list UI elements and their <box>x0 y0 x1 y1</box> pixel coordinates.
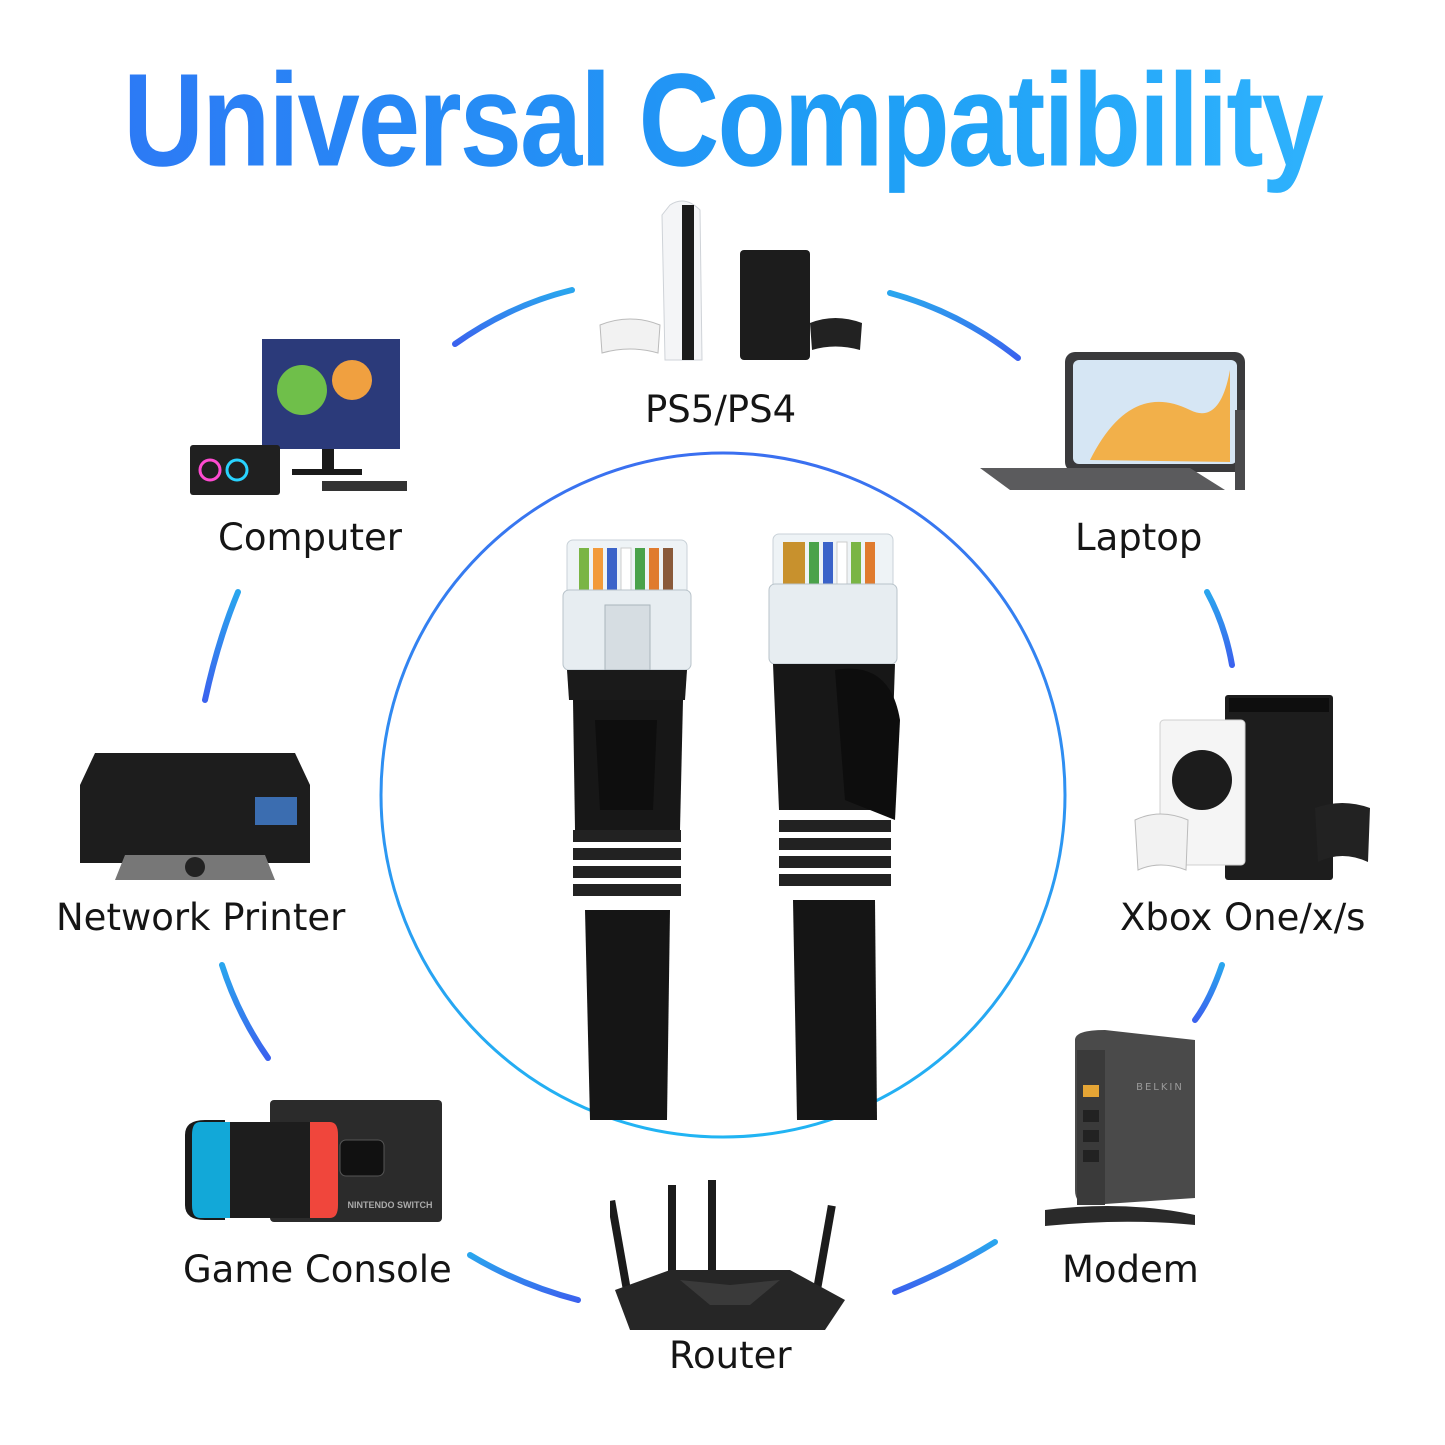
router-icon <box>610 1180 845 1330</box>
modem-brand-text: BELKIN <box>1136 1082 1184 1093</box>
right-rj45-plug <box>768 533 900 1120</box>
ps5-ps4-label: PS5/PS4 <box>645 388 797 431</box>
page-title: Universal Compatibility <box>0 38 1445 203</box>
xbox-console-icon <box>1134 695 1370 880</box>
xbox-label: Xbox One/x/s <box>1120 896 1366 939</box>
modem-icon: BELKIN <box>1045 1030 1195 1226</box>
router-label: Router <box>669 1334 792 1377</box>
switch-brand-text: NINTENDO SWITCH <box>348 1200 433 1210</box>
printer-icon <box>80 753 310 880</box>
outer-ring-segments <box>202 287 1235 1303</box>
laptop-label: Laptop <box>1075 516 1203 559</box>
computer-label: Computer <box>218 516 402 559</box>
network-printer-label: Network Printer <box>56 896 346 939</box>
ps5-ps4-console-icon <box>599 200 862 361</box>
left-rj45-plug <box>562 539 692 1120</box>
game-console-label: Game Console <box>183 1248 452 1291</box>
nintendo-switch-icon: NINTENDO SWITCH <box>185 1100 442 1222</box>
ethernet-cable-icon <box>562 533 900 1120</box>
laptop-icon <box>980 352 1245 490</box>
desktop-computer-icon <box>190 339 407 495</box>
inner-circle <box>379 451 1067 1139</box>
modem-label: Modem <box>1062 1248 1199 1291</box>
